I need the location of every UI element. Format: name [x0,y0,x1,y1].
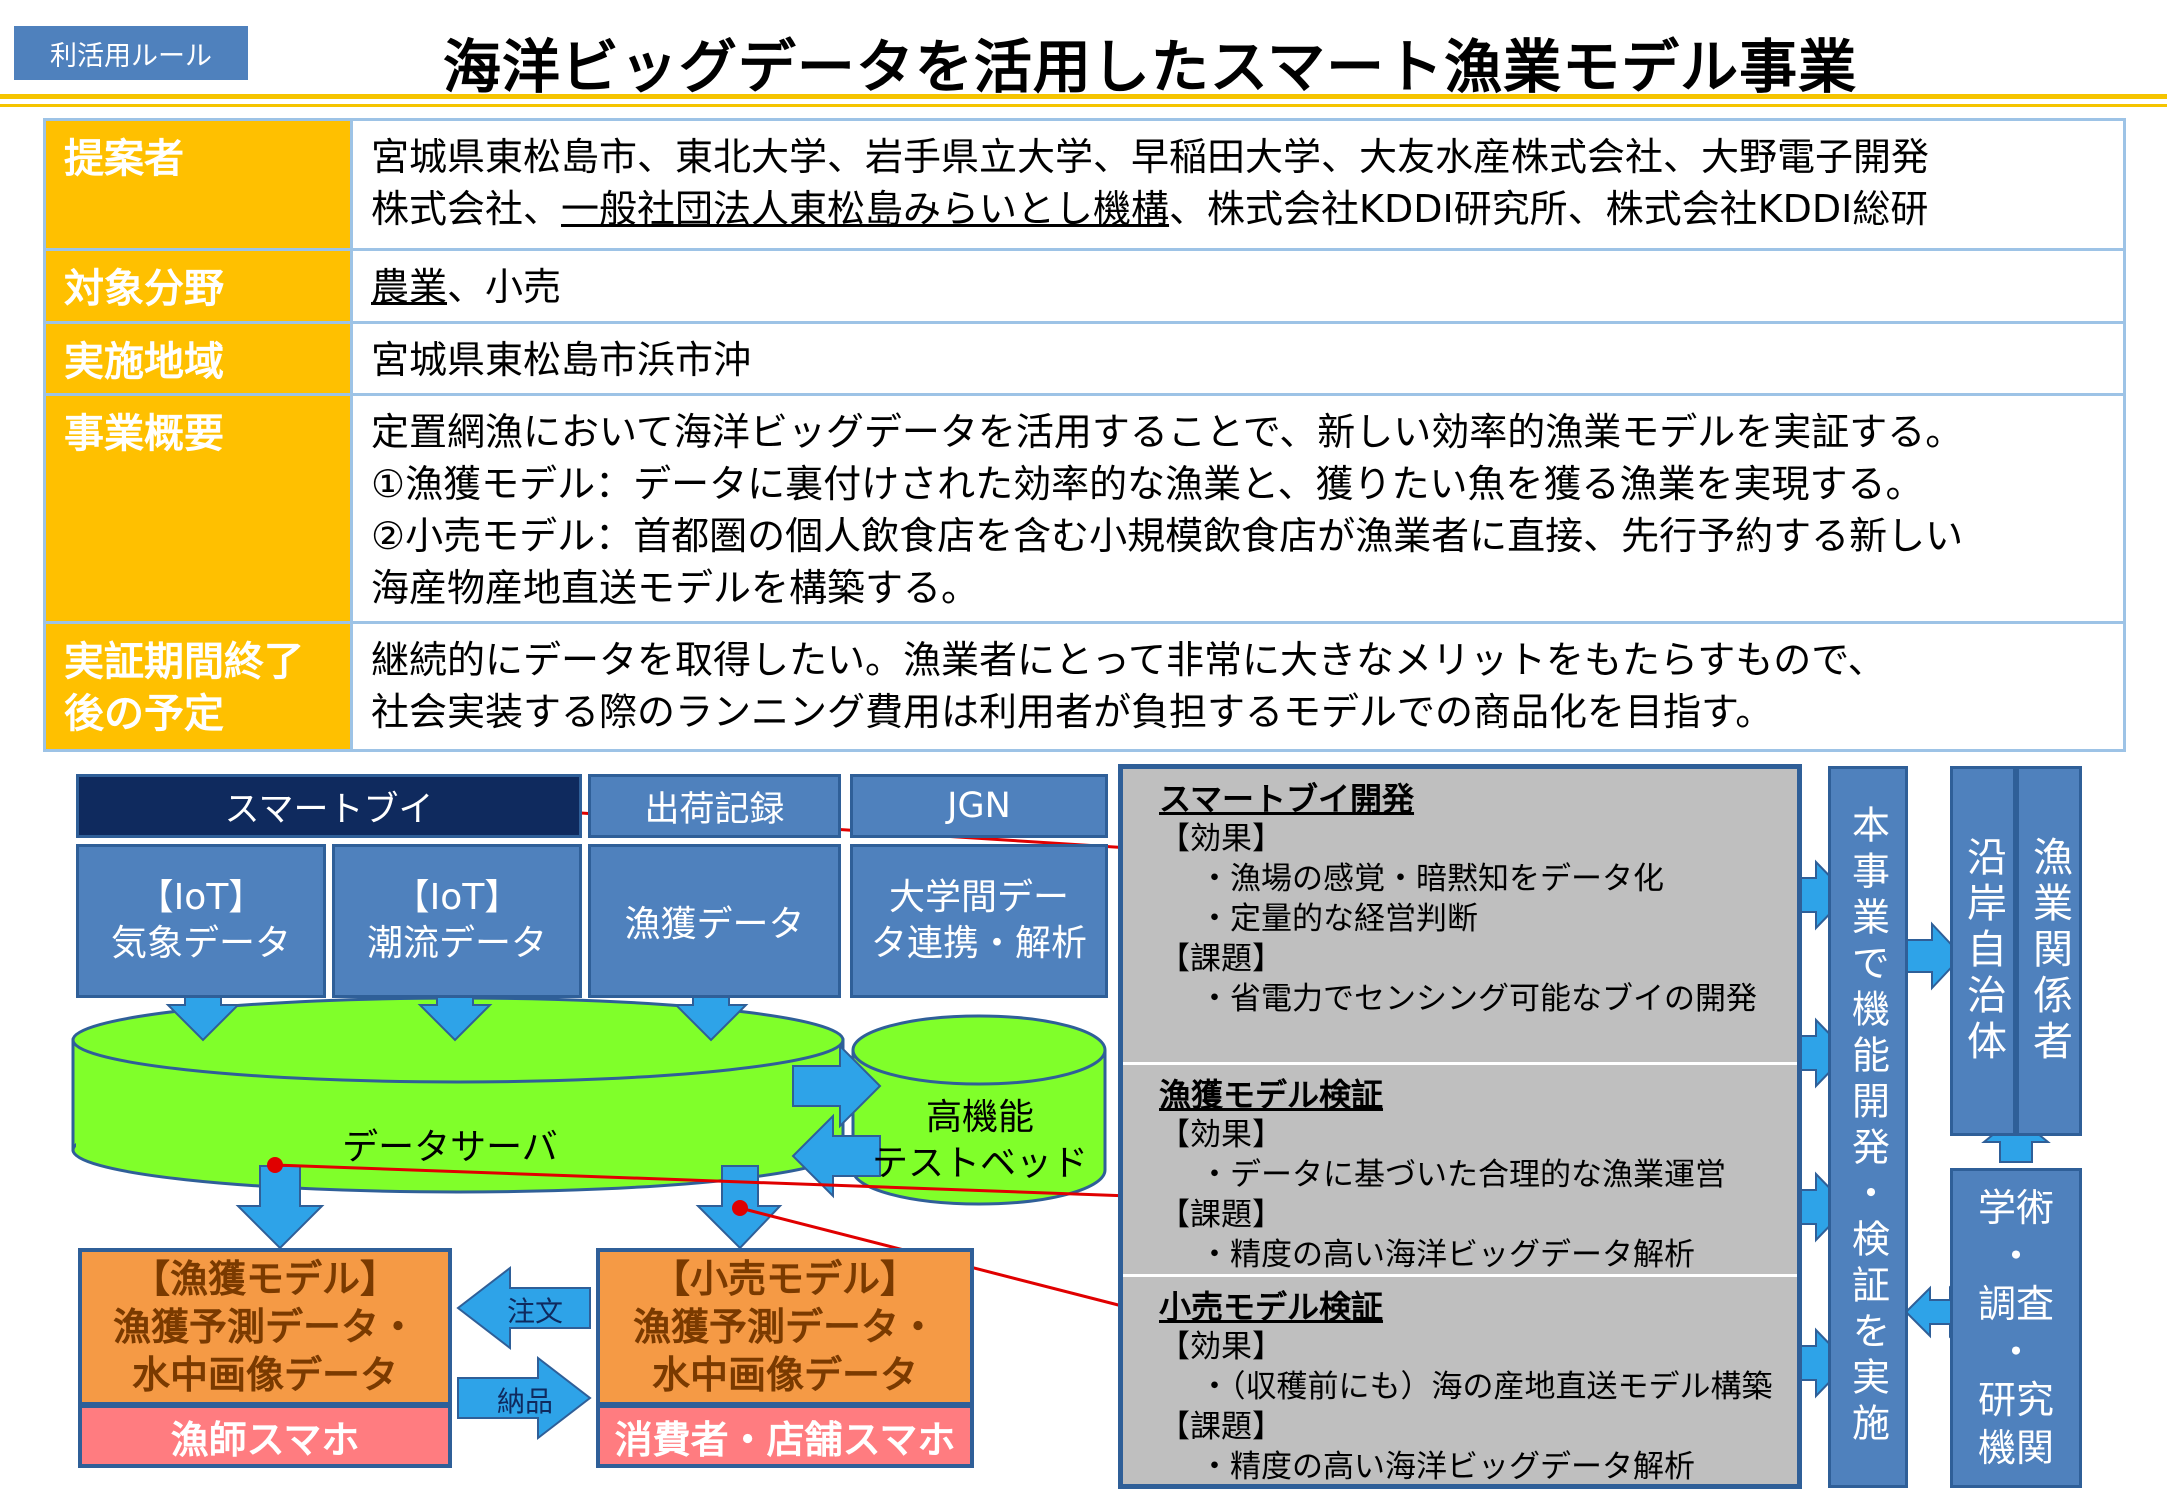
field-label: 対象分野 [43,248,353,324]
proposer-value: 宮城県東松島市、東北大学、岩手県立大学、早稲田大学、大友水産株式会社、大野電子開… [350,118,2126,251]
panel-section-buoy: スマートブイ開発 【効果】 ・漁場の感覚・暗黙知をデータ化 ・定量的な経営判断 … [1123,769,1797,1065]
catch-model-box: 【漁獲モデル】漁獲予測データ・水中画像データ [78,1248,452,1406]
overview-value: 定置網漁において海洋ビッグデータを活用することで、新しい効率的漁業モデルを実証す… [350,393,2126,624]
server-testbed-arrows [791,1043,882,1199]
data-server-cylinder [71,996,845,1194]
overview-label: 事業概要 [43,393,353,624]
plan-label: 実証期間終了後の予定 [43,621,353,752]
smart-buoy-header: スマートブイ [76,774,582,838]
testbed-label: 高機能テストベッド [871,1097,1088,1184]
field-link[interactable]: 農業 [371,265,448,309]
plan-line-1: 継続的にデータを取得したい。漁業者にとって非常に大きなメリットをもたらすもので、 [371,638,1886,682]
fishery-stakeholders-box: 漁業関係者 [2016,766,2082,1136]
region-value: 宮城県東松島市浜市沖 [350,321,2126,396]
proposer-line-2: 株式会社、一般社団法人東松島みらいとし機構、株式会社KDDI研究所、株式会社KD… [371,187,1929,231]
data-server-label: データサーバ [342,1127,558,1168]
header-rule [0,94,2167,99]
shipment-header: 出荷記録 [588,774,841,838]
overview-line-1: 定置網漁において海洋ビッグデータを活用することで、新しい効率的漁業モデルを実証す… [371,410,1964,454]
academic-research-box: 学術・調査・研究機関 [1950,1168,2082,1488]
plan-value: 継続的にデータを取得したい。漁業者にとって非常に大きなメリットをもたらすもので、… [350,621,2126,752]
testbed-cylinder [851,1014,1107,1206]
header-rule-thin [0,104,2167,107]
overview-line-4: 海産物産地直送モデルを構築する。 [371,566,980,610]
proposer-line-1: 宮城県東松島市、東北大学、岩手県立大学、早稲田大学、大友水産株式会社、大野電子開… [371,135,1930,179]
tide-data-box: 【IoT】潮流データ [332,844,582,998]
plan-line-2: 社会実装する際のランニング費用は利用者が負担するモデルでの商品化を目指す。 [371,690,1774,734]
jgn-header: JGN [850,774,1108,838]
catch-data-box: 漁獲データ [588,844,841,998]
overview-line-3: ②小売モデル：首都圏の個人飲食店を含む小規模飲食店が漁業者に直接、先行予約する新… [371,514,1964,558]
coastal-municipality-box: 沿岸自治体 [1950,766,2016,1136]
consumer-smartphone: 消費者・店舗スマホ [596,1404,974,1468]
panel-section-retail: 小売モデル検証 【効果】 ・（収穫前にも）海の産地直送モデル構築 【課題】 ・精… [1159,1288,1773,1485]
proposer-label: 提案者 [43,118,353,251]
project-implementation-box: 本事業で機能開発・検証を実施 [1828,766,1908,1488]
university-data-box: 大学間データ連携・解析 [850,844,1108,998]
region-label: 実施地域 [43,321,353,396]
project-to-municipality-arrow [1905,921,1964,991]
rule-tag: 利活用ルール [14,26,248,80]
delivery-label: 納品 [496,1385,553,1418]
page-title: 海洋ビッグデータを活用したスマート漁業モデル事業 [442,33,1858,101]
overview-line-2: ①漁獲モデル：データに裏付けされた効率的な漁業と、獲りたい魚を獲る漁業を実現する… [371,462,1924,506]
proposer-link[interactable]: 一般社団法人東松島みらいとし機構 [561,187,1170,231]
retail-model-box: 【小売モデル】漁獲予測データ・水中画像データ [596,1248,974,1406]
order-label: 注文 [506,1295,563,1328]
verification-panel: スマートブイ開発 【効果】 ・漁場の感覚・暗黙知をデータ化 ・定量的な経営判断 … [1118,764,1802,1489]
summary-table: 提案者 宮城県東松島市、東北大学、岩手県立大学、早稲田大学、大友水産株式会社、大… [43,118,2126,752]
panel-section-catch: 漁獲モデル検証 【効果】 ・データに基づいた合理的な漁業運営 【課題】 ・精度の… [1123,1065,1797,1277]
weather-data-box: 【IoT】気象データ [76,844,326,998]
field-value: 農業、小売 [350,248,2126,324]
order-delivery-arrows [456,1265,592,1441]
fisher-smartphone: 漁師スマホ [78,1404,452,1468]
